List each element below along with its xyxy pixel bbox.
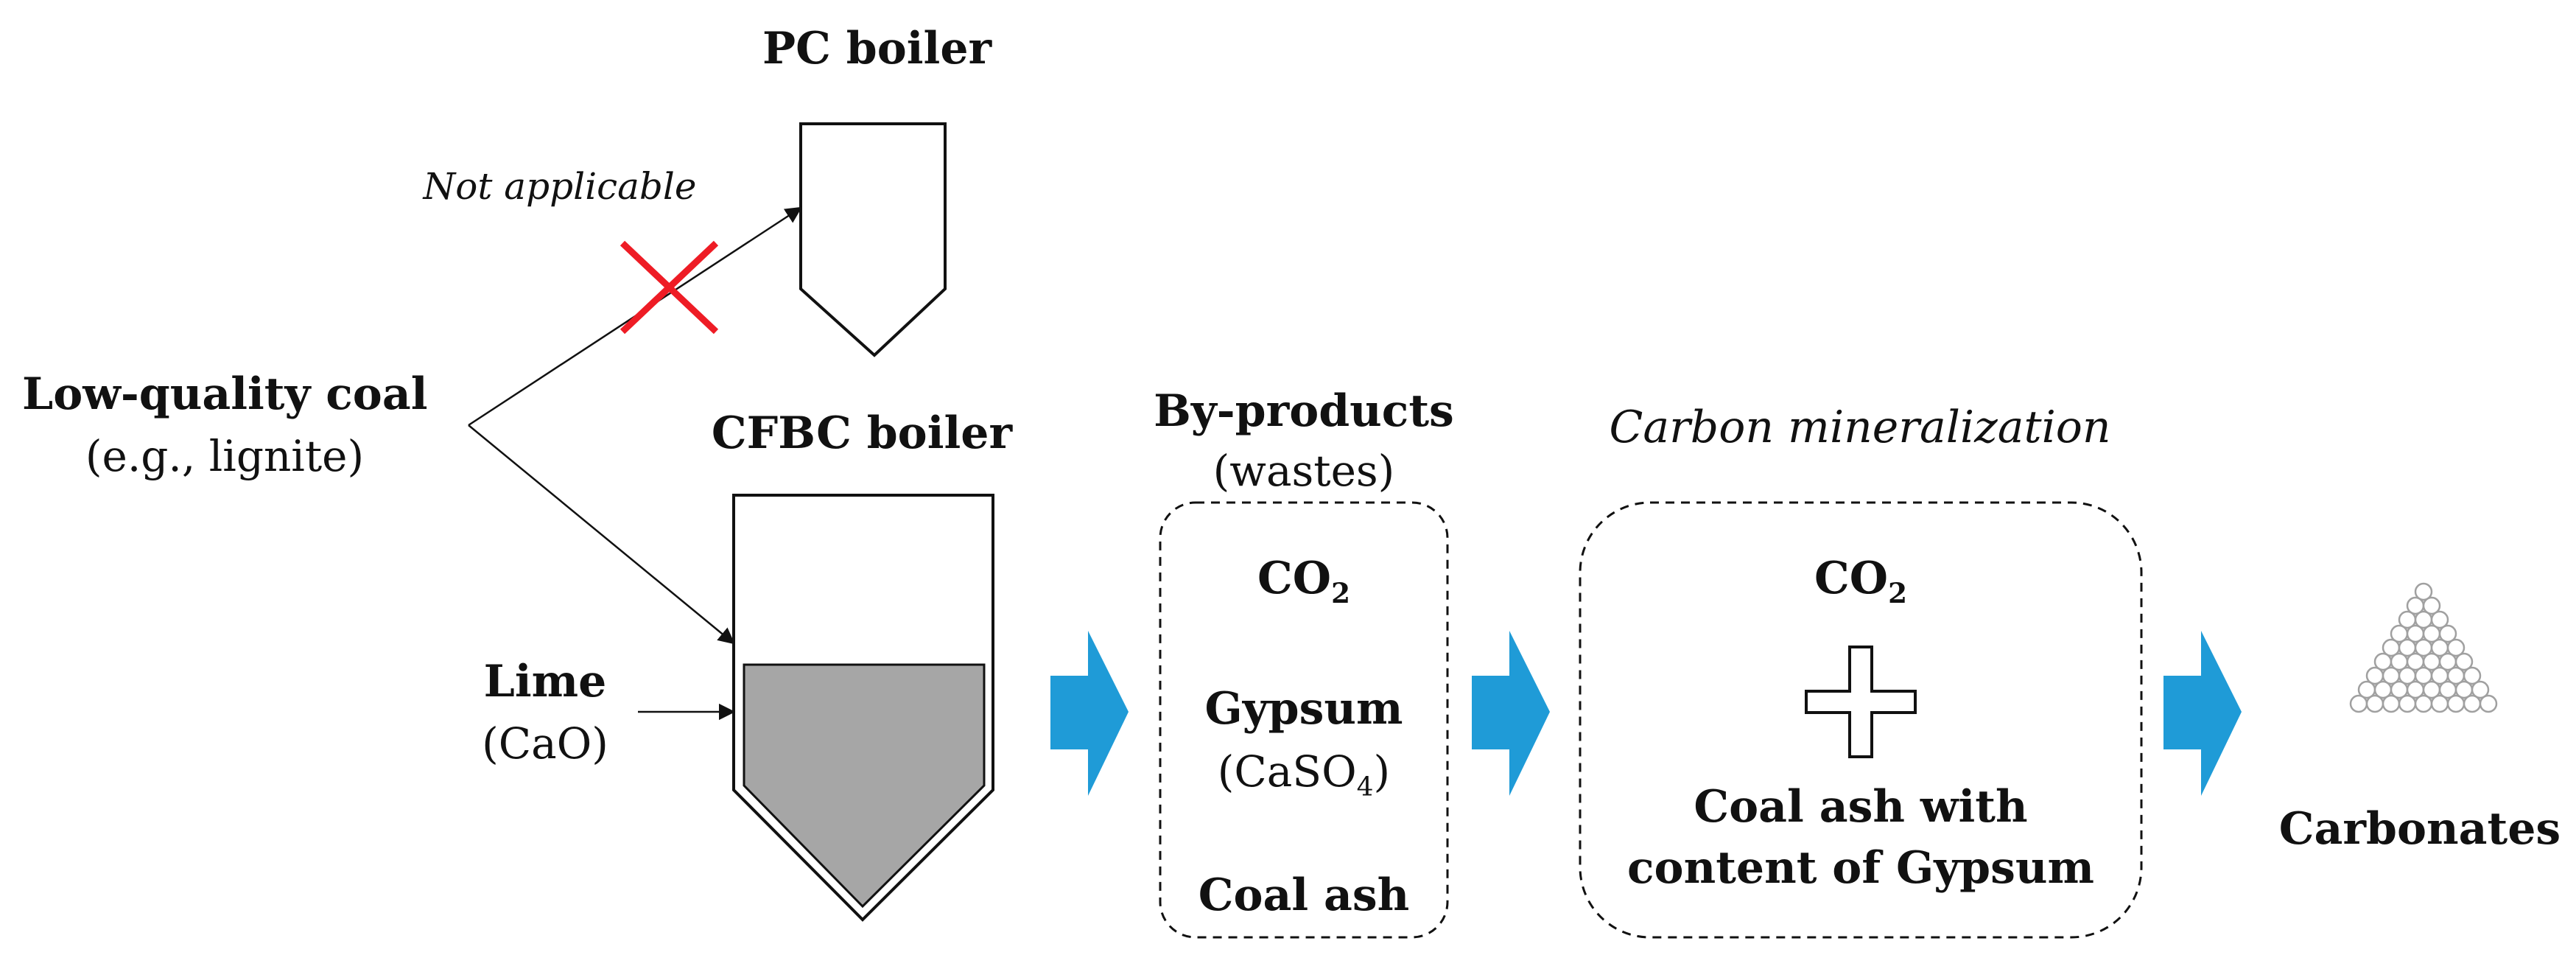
carbonate-ball	[2398, 694, 2417, 713]
carbonate-ball	[2430, 610, 2449, 629]
carbonate-ball	[2422, 596, 2441, 615]
carbonates-label: Carbonates	[2278, 803, 2561, 855]
coal-ash-label: Coal ash	[1198, 870, 1410, 921]
carbonate-ball	[2414, 582, 2433, 601]
carbonates-pile-icon	[2349, 582, 2498, 713]
carbonate-ball	[2414, 694, 2433, 713]
carbon-mineralization-box	[1579, 501, 2143, 939]
process-arrow-3	[2163, 631, 2242, 796]
carbonate-ball	[2365, 694, 2384, 713]
carbon-mineralization-label: Carbon mineralization	[1609, 402, 2111, 453]
process-arrow-2	[1472, 631, 1550, 796]
process-arrow-1	[1050, 631, 1129, 796]
carbonate-ball	[2479, 694, 2498, 713]
byproducts-co2-label: CO2	[1257, 553, 1350, 610]
carbonate-ball	[2463, 694, 2482, 713]
caso4-label: (CaSO4)	[1217, 746, 1391, 802]
carbonate-ball	[2438, 624, 2457, 643]
carbonate-ball	[2382, 694, 2401, 713]
coal-ash-gypsum-line2: content of Gypsum	[1627, 842, 2094, 894]
cfbc-boiler-label: CFBC boiler	[711, 407, 1013, 459]
not-applicable-cross-icon	[620, 240, 719, 335]
carbonate-ball	[2446, 638, 2466, 657]
carbonate-ball	[2430, 694, 2449, 713]
coal-sub-label: (e.g., lignite)	[85, 431, 365, 481]
lime-title-label: Lime	[483, 656, 607, 707]
cfbc-boiler-bed-fill	[743, 663, 986, 909]
byproducts-title-label: By-products	[1154, 385, 1454, 437]
lime-sub-label: (CaO)	[482, 718, 608, 769]
byproducts-sub-label: (wastes)	[1212, 446, 1395, 496]
byproducts-box	[1159, 501, 1449, 939]
mineralization-co2-label: CO2	[1814, 553, 1907, 610]
carbonate-ball	[2446, 694, 2466, 713]
carbonate-ball	[2471, 680, 2490, 699]
gypsum-label: Gypsum	[1204, 683, 1403, 735]
plus-icon	[1805, 646, 1917, 758]
carbonate-ball	[2454, 652, 2474, 671]
coal-ash-gypsum-line1: Coal ash with	[1694, 781, 2028, 833]
pc-boiler-shape	[799, 122, 947, 357]
coal-title-label: Low-quality coal	[22, 368, 428, 420]
pc-boiler-label: PC boiler	[762, 23, 992, 74]
not-applicable-label: Not applicable	[423, 165, 697, 208]
carbonate-ball	[2463, 666, 2482, 685]
carbonate-ball	[2349, 694, 2368, 713]
arrow-to-cfbc-boiler	[468, 424, 735, 645]
